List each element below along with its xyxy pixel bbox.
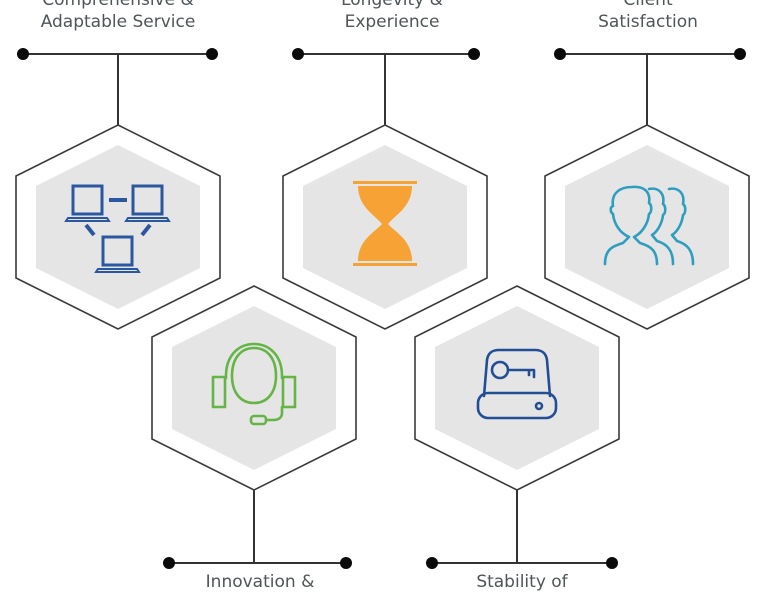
connector-dot: [206, 48, 218, 60]
label-longevity: Longevity & Experience: [272, 0, 512, 33]
connector-comprehensive: [17, 48, 218, 125]
hexagon-fill: [172, 306, 336, 470]
secure-drive-key-icon: [476, 348, 558, 420]
connector-dot: [426, 557, 438, 569]
connector-dot: [554, 48, 566, 60]
connector-dot: [292, 48, 304, 60]
hourglass-icon: [353, 181, 417, 266]
connector-dot: [17, 48, 29, 60]
people-group-icon: [603, 185, 695, 266]
hexagon-comprehensive: [15, 124, 221, 330]
label-line: Satisfaction: [598, 12, 698, 32]
label-stability: Stability of: [402, 571, 642, 593]
connector-dot: [340, 557, 352, 569]
label-innovation: Innovation &: [140, 571, 380, 593]
label-line: Comprehensive &: [42, 0, 194, 10]
connector-stability: [426, 490, 618, 569]
label-line: Stability of: [476, 572, 568, 592]
hexagon-client: [544, 124, 750, 330]
label-line: Innovation &: [205, 572, 315, 592]
connector-dot: [468, 48, 480, 60]
connector-dot: [163, 557, 175, 569]
label-line: Adaptable Service: [40, 12, 196, 32]
hexagon-fill: [435, 306, 599, 470]
hexagon-innovation: [151, 285, 357, 491]
label-line: Client: [623, 0, 673, 10]
connector-dot: [606, 557, 618, 569]
connector-longevity: [292, 48, 480, 125]
label-client: Client Satisfaction: [528, 0, 768, 33]
headset-icon: [211, 342, 297, 426]
hexagon-stability: [414, 285, 620, 491]
label-comprehensive: Comprehensive & Adaptable Service: [0, 0, 238, 33]
connector-client: [554, 48, 746, 125]
connector-dot: [734, 48, 746, 60]
label-line: Longevity &: [341, 0, 443, 10]
connector-innovation: [163, 490, 352, 569]
network-computers-icon: [64, 184, 171, 273]
hexagon-fill: [565, 145, 729, 309]
hexagon-longevity: [282, 124, 488, 330]
label-line: Experience: [344, 12, 440, 32]
